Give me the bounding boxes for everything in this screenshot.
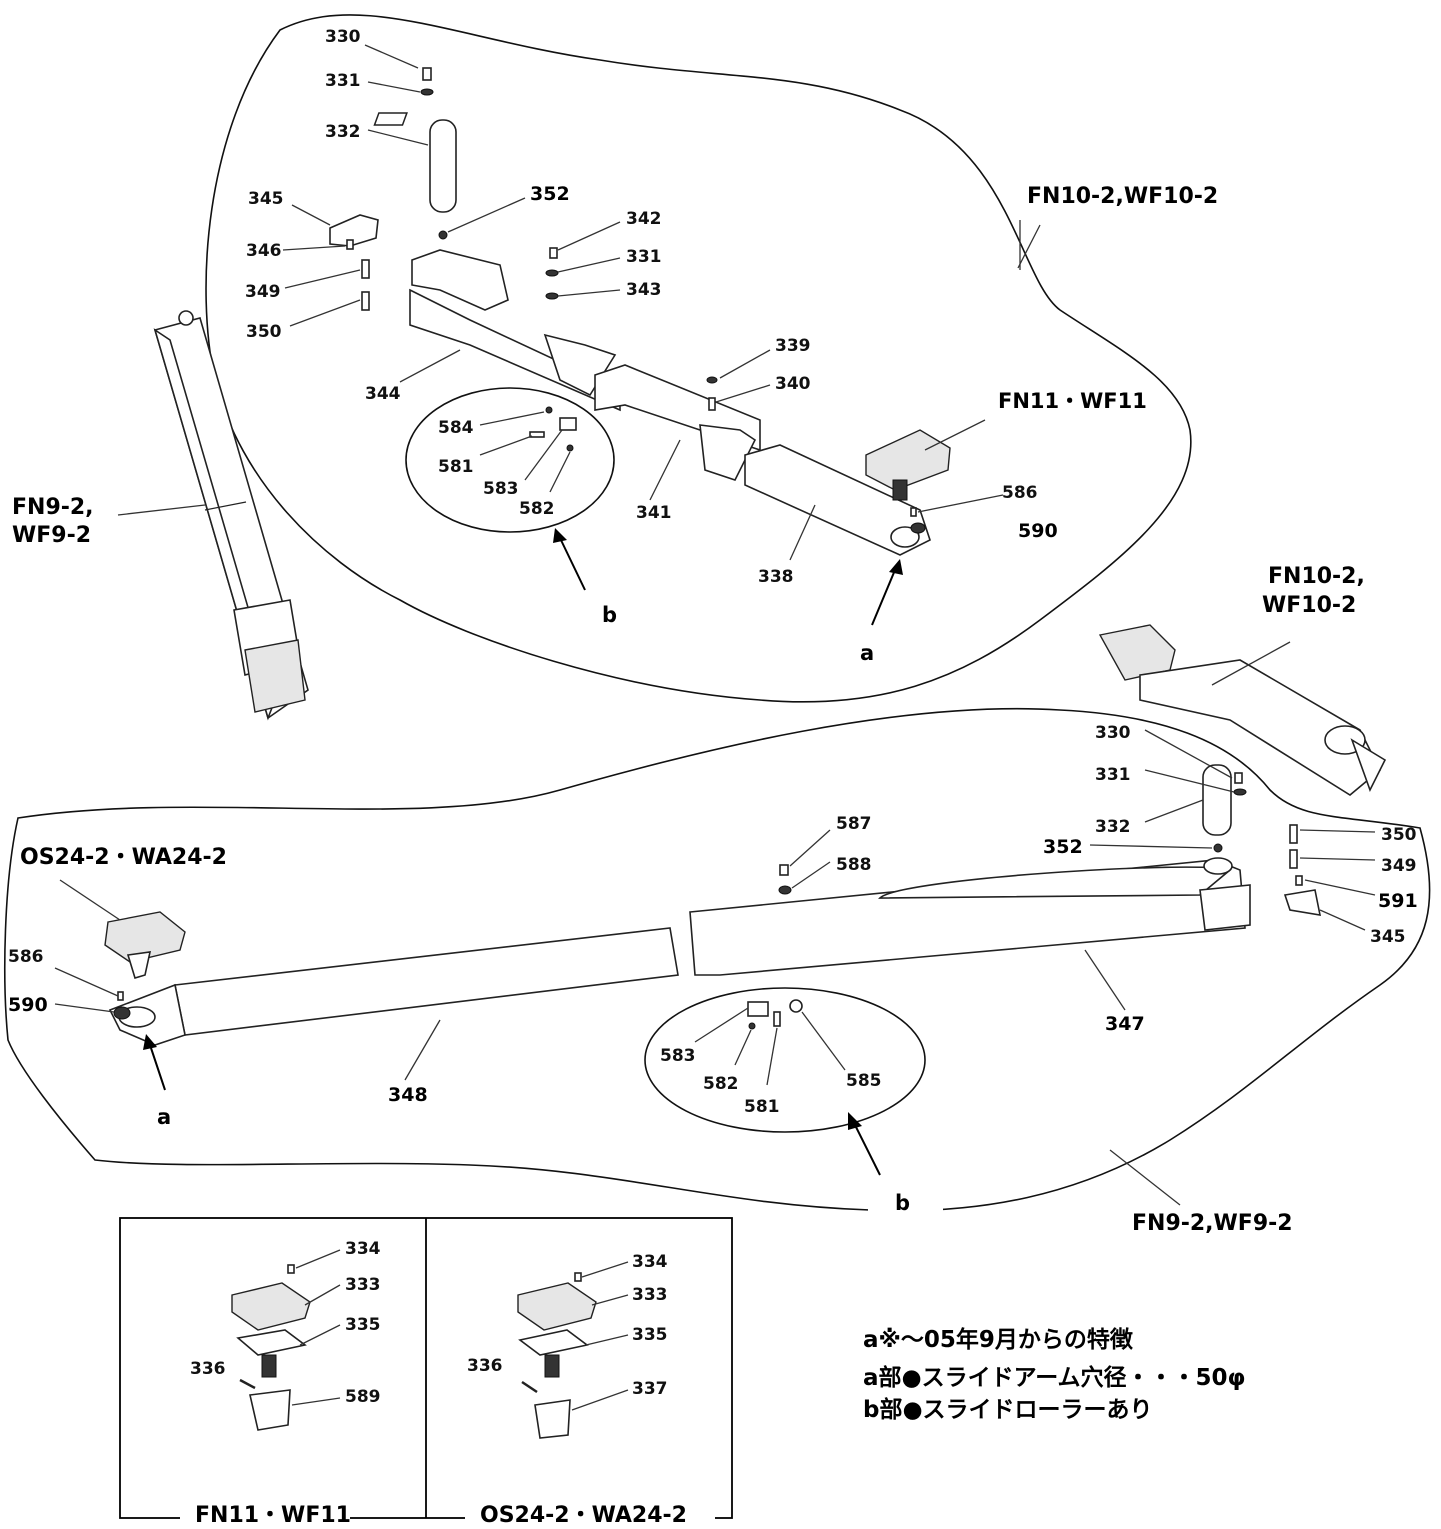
lower-assembly-outline [4,707,1431,1212]
left-arm-title-line1: FN9-2, [12,495,94,520]
lower-leader-lines [54,729,1376,1206]
upper-assembly-outline [205,14,1192,703]
upper-part-340-label: 340 [775,374,811,394]
lower-part-587-label: 587 [836,814,872,834]
upper-part-338-label: 338 [758,567,794,587]
upper-part-331-label: 331 [325,71,361,91]
upper-part-352-label: 352 [530,183,570,205]
upper-part-343-label: 343 [626,280,662,300]
lower-part-350-label: 350 [1381,825,1417,845]
lower-callout-a: a [157,1105,171,1129]
right-arm-fn10-drawing [1098,624,1387,796]
box-left-334-label: 334 [345,1239,381,1259]
pad-parts-box [119,1217,733,1519]
upper-part-330-label: 330 [325,27,361,47]
upper-part-586-label: 586 [1002,483,1038,503]
upper-part-331b-label: 331 [626,247,662,267]
box-right-334-label: 334 [632,1252,668,1272]
upper-pad-title: FN11・WF11 [998,389,1147,413]
box-right-title: OS24-2・WA24-2 [480,1503,687,1528]
upper-part-350-label: 350 [246,322,282,342]
lower-part-585-label: 585 [846,1071,882,1091]
left-arm-fn9-drawing [117,310,309,721]
upper-part-346-label: 346 [246,241,282,261]
upper-assembly-title: FN10-2,WF10-2 [1027,184,1218,209]
box-right-333-label: 333 [632,1285,668,1305]
upper-leader-lines [282,44,1041,626]
upper-part-582-label: 582 [519,499,555,519]
upper-part-583-label: 583 [483,479,519,499]
lower-part-588-label: 588 [836,855,872,875]
lower-part-583-label: 583 [660,1046,696,1066]
upper-part-349-label: 349 [245,282,281,302]
lower-part-581-label: 581 [744,1097,780,1117]
upper-part-344-label: 344 [365,384,401,404]
lower-part-591-label: 591 [1378,890,1418,912]
lower-part-348-label: 348 [388,1084,428,1106]
note-line-2: a部●スライドアーム穴径・・・50φ [863,1364,1246,1391]
upper-part-339-label: 339 [775,336,811,356]
box-right-336-label: 336 [467,1356,503,1376]
note-line-1: a※～05年9月からの特徴 [863,1326,1134,1353]
box-right-337-label: 337 [632,1379,668,1399]
upper-part-590-label: 590 [1018,520,1058,542]
left-arm-title-line2: WF9-2 [12,523,91,548]
box-left-336-label: 336 [190,1359,226,1379]
box-left-589-label: 589 [345,1387,381,1407]
lower-arm-drawing [104,764,1322,1133]
right-arm-title-line2: WF10-2 [1262,593,1356,618]
upper-part-345-label: 345 [248,189,284,209]
lower-part-586-label: 586 [8,947,44,967]
lower-part-582-label: 582 [703,1074,739,1094]
lower-part-347-label: 347 [1105,1013,1145,1035]
upper-part-332-label: 332 [325,122,361,142]
note-line-3: b部●スライドローラーあり [863,1396,1153,1423]
lower-part-330-label: 330 [1095,723,1131,743]
upper-callout-a: a [860,641,874,665]
right-arm-title-line1: FN10-2, [1268,564,1365,589]
upper-part-584-label: 584 [438,418,474,438]
lower-callout-b: b [895,1191,910,1215]
box-left-333-label: 333 [345,1275,381,1295]
lower-part-349-label: 349 [1381,856,1417,876]
box-left-title: FN11・WF11 [195,1503,351,1528]
lower-part-331-label: 331 [1095,765,1131,785]
box-left-335-label: 335 [345,1315,381,1335]
lower-pad-title: OS24-2・WA24-2 [20,845,227,870]
lower-part-345-label: 345 [1370,927,1406,947]
box-right-335-label: 335 [632,1325,668,1345]
lower-part-332-label: 332 [1095,817,1131,837]
upper-arm-drawing [329,67,951,556]
upper-part-342-label: 342 [626,209,662,229]
lower-part-590-label: 590 [8,994,48,1016]
lower-part-352-label: 352 [1043,836,1083,858]
lower-assembly-title: FN9-2,WF9-2 [1132,1211,1293,1236]
upper-part-341-label: 341 [636,503,672,523]
upper-callout-b: b [602,603,617,627]
upper-part-581-label: 581 [438,457,474,477]
